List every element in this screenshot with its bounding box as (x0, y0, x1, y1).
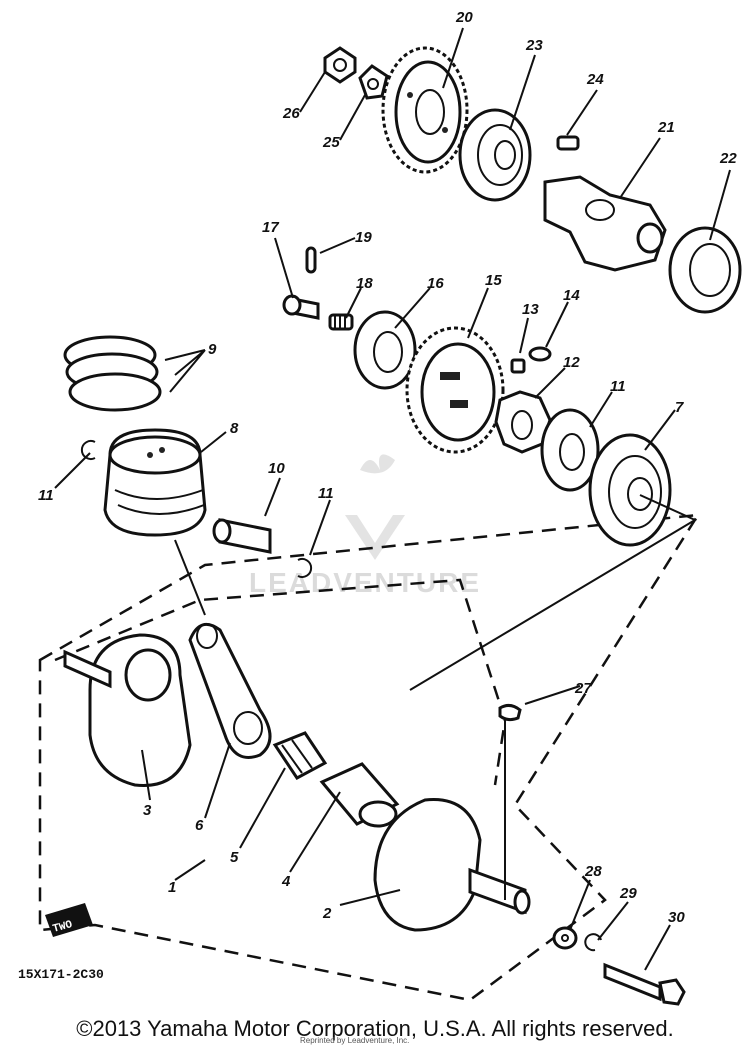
callout-6: 6 (195, 817, 204, 834)
part-lock-washer-30 (584, 933, 602, 952)
leader-lines (54, 27, 731, 971)
reference-code: 15X171-2C30 (18, 967, 104, 982)
part-gear-21 (381, 46, 469, 174)
callout-29: 28 (584, 863, 602, 880)
callout-26: 25 (322, 134, 340, 151)
part-crank-half-3 (63, 633, 192, 787)
part-piston-pin-10 (212, 518, 272, 554)
part-piston-rings-9 (63, 335, 162, 412)
callout-21: 20 (455, 9, 473, 26)
two-stroke-stamp: TWO (45, 903, 93, 937)
part-needle-bearing-5 (272, 731, 328, 780)
part-lock-washer-26 (358, 64, 389, 100)
callout-9: 9 (208, 341, 217, 358)
part-key-28 (498, 703, 522, 722)
callout-27: 26 (282, 105, 300, 122)
stamp-text: TWO (51, 919, 74, 936)
part-bearing-24 (458, 108, 532, 202)
copyright-footer: ©2013 Yamaha Motor Corporation, U.S.A. A… (76, 1016, 674, 1041)
part-plate-12 (540, 408, 600, 492)
part-pin-15 (528, 346, 552, 362)
part-nut-27 (323, 46, 357, 84)
part-spring-14 (510, 358, 526, 374)
part-clip-11-left (80, 440, 96, 460)
callout-4: 4 (281, 873, 291, 890)
callout-28: 27 (574, 680, 592, 697)
callout-13: 12 (563, 354, 580, 371)
callout-11-left: 11 (38, 487, 54, 504)
part-pin-18 (282, 294, 320, 320)
callout-23: 22 (719, 150, 737, 167)
part-crank-half-2 (373, 798, 531, 932)
callout-30: 29 (619, 885, 637, 902)
part-conrod-6 (188, 622, 272, 759)
callout-10: 10 (268, 460, 285, 477)
callout-17: 16 (427, 275, 444, 292)
assembly-outline (38, 513, 701, 1002)
callout-20: 19 (355, 229, 372, 246)
part-pin-20 (305, 246, 317, 274)
callout-24: 23 (525, 37, 543, 54)
callout-14: 13 (522, 301, 539, 318)
part-spring-19 (328, 313, 354, 331)
inner-assembly-outline (54, 578, 507, 786)
callout-8: 8 (230, 420, 239, 437)
small-note: Reprinted by Leadventure, Inc. (300, 1036, 410, 1045)
part-balancer-shaft-22 (543, 175, 667, 272)
callout-18: 17 (262, 219, 279, 236)
part-washer-29 (552, 926, 578, 950)
part-clip-11-right (297, 558, 313, 578)
callout-25: 24 (586, 71, 604, 88)
callout-19: 18 (356, 275, 373, 292)
callout-7: 7 (675, 399, 684, 416)
callout-5: 5 (230, 849, 239, 866)
part-plate-17 (353, 310, 417, 390)
callout-1: 1 (168, 879, 176, 896)
callout-2: 2 (322, 905, 332, 922)
callout-15: 14 (563, 287, 580, 304)
part-bolt-31 (603, 962, 686, 1006)
callouts: 26 25 20 23 24 21 22 17 19 18 16 15 13 1… (38, 9, 737, 926)
callout-3: 3 (143, 802, 152, 819)
callout-12: 11 (610, 378, 626, 395)
part-piston-8 (103, 428, 207, 537)
callout-11-right: 11 (318, 485, 334, 502)
part-gear-16 (405, 326, 505, 454)
callout-31: 30 (668, 909, 685, 926)
part-bearing-23 (668, 226, 742, 314)
part-key-25 (556, 135, 580, 151)
callout-16: 15 (485, 272, 502, 289)
part-crank-pin-4 (319, 762, 400, 828)
part-bearing-7 (588, 433, 672, 547)
callout-22: 21 (657, 119, 675, 136)
